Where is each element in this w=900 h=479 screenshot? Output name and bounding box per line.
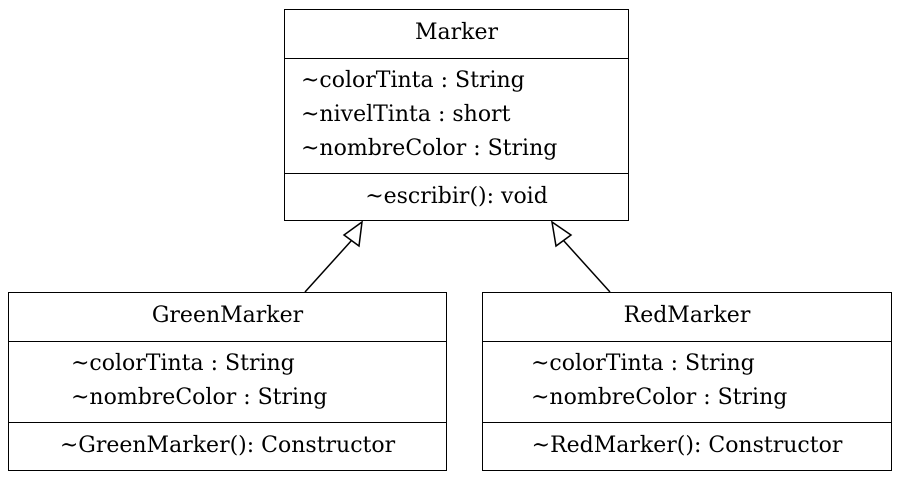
class-marker-attribute: ~nombreColor : String: [301, 136, 558, 161]
generalization-red-to-marker: [550, 220, 611, 293]
generalization-arrowhead-green: [342, 220, 363, 248]
class-green-marker-operation: ~GreenMarker(): Constructor: [59, 433, 396, 458]
class-marker-name-compartment: Marker: [285, 10, 628, 58]
class-marker-operations: ~escribir(): void: [285, 173, 628, 222]
generalization-line-green: [304, 239, 353, 293]
class-green-marker-attribute: ~colorTinta : String: [71, 351, 295, 376]
class-green-marker-attribute: ~nombreColor : String: [71, 385, 328, 410]
class-green-marker-attributes: ~colorTinta : String ~nombreColor : Stri…: [9, 341, 446, 422]
class-red-marker-operations: ~RedMarker(): Constructor: [483, 422, 891, 472]
generalization-arrowhead-red: [550, 220, 573, 248]
class-marker-attribute: ~nivelTinta : short: [301, 102, 511, 127]
class-marker-attribute: ~colorTinta : String: [301, 68, 525, 93]
class-red-marker-attribute: ~nombreColor : String: [531, 385, 788, 410]
class-green-marker-name-compartment: GreenMarker: [9, 293, 446, 341]
generalization-line-red: [562, 239, 611, 293]
class-red-marker-attribute: ~colorTinta : String: [531, 351, 755, 376]
class-red-marker-name-compartment: RedMarker: [483, 293, 891, 341]
class-green-marker-name: GreenMarker: [151, 303, 304, 328]
class-green-marker: GreenMarker ~colorTinta : String ~nombre…: [8, 292, 447, 471]
class-green-marker-operations: ~GreenMarker(): Constructor: [9, 422, 446, 472]
class-red-marker-name: RedMarker: [623, 303, 751, 328]
class-red-marker: RedMarker ~colorTinta : String ~nombreCo…: [482, 292, 892, 471]
class-red-marker-attributes: ~colorTinta : String ~nombreColor : Stri…: [483, 341, 891, 422]
generalization-green-to-marker: [304, 220, 363, 293]
class-red-marker-operation: ~RedMarker(): Constructor: [531, 433, 843, 458]
class-marker: Marker ~colorTinta : String ~nivelTinta …: [284, 9, 629, 221]
class-marker-name: Marker: [414, 20, 499, 45]
class-marker-attributes: ~colorTinta : String ~nivelTinta : short…: [285, 58, 628, 173]
class-marker-operation: ~escribir(): void: [365, 184, 548, 209]
